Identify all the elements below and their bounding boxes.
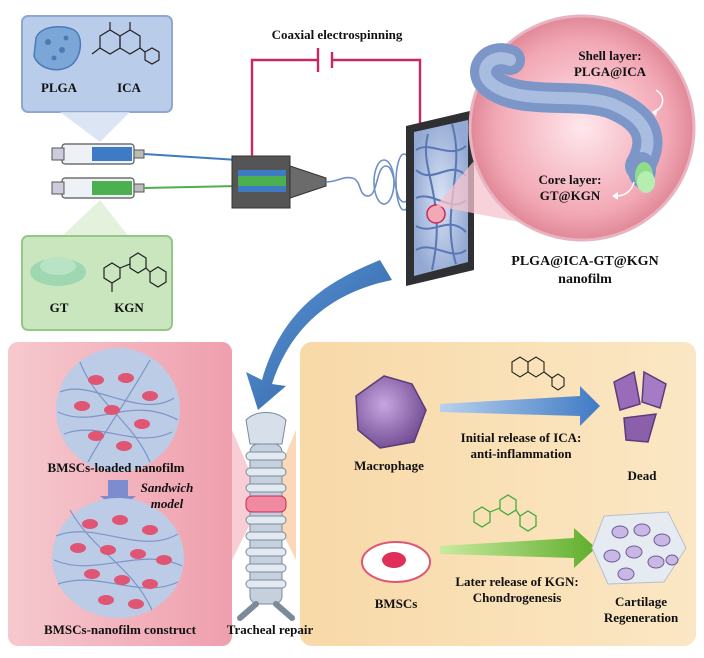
- syringe-shell: [51, 143, 239, 165]
- bmscs-film-bottom: [52, 498, 184, 618]
- macrophage-icon: [355, 375, 427, 449]
- ica-molecule-icon: [91, 22, 160, 65]
- macrophage-label: Macrophage: [354, 458, 424, 473]
- initial-release-line2: anti-inflammation: [470, 446, 572, 461]
- cartilage-label-line1: Cartilage: [615, 594, 667, 609]
- cartilage-label-line2: Regeneration: [603, 610, 679, 625]
- core-material-label: GT@KGN: [539, 188, 601, 203]
- sandwich-label: Sandwich: [140, 480, 194, 495]
- collector-plate: [406, 110, 474, 286]
- bmscs-film-top: [56, 348, 180, 472]
- ica-molecule-icon-2: [511, 356, 565, 391]
- shell-layer-label: Shell layer:: [578, 48, 642, 63]
- ica-label: ICA: [117, 80, 141, 95]
- title-coaxial-electrospinning: Coaxial electrospinning: [271, 27, 403, 42]
- initial-release-line1: Initial release of ICA:: [460, 430, 582, 445]
- plga-particle-icon: [33, 25, 82, 71]
- tracheal-repair-label: Tracheal repair: [226, 622, 314, 637]
- nanofilm-caption-line1: PLGA@ICA-GT@KGN: [511, 254, 659, 269]
- left-panel: [8, 342, 232, 646]
- process-arrow-icon: [246, 260, 392, 410]
- later-release-line2: Chondrogenesis: [472, 590, 562, 605]
- material-box-gt-kgn: [21, 200, 173, 331]
- kgn-molecule-icon-2: [473, 494, 537, 532]
- zoom-circle: [468, 14, 696, 242]
- material-box-plga-ica: [21, 15, 173, 142]
- nanofilm-caption-line2: nanofilm: [558, 272, 612, 287]
- later-release-line1: Later release of KGN:: [455, 574, 579, 589]
- kgn-label: KGN: [114, 300, 144, 315]
- cartilage-tissue-icon: [591, 511, 687, 585]
- bmscs-label: BMSCs: [374, 596, 418, 611]
- bmscs-loaded-nanofilm-label: BMSCs-loaded nanofilm: [47, 460, 185, 475]
- coaxial-nozzle: [231, 155, 327, 209]
- shell-material-label: PLGA@ICA: [573, 64, 647, 79]
- syringe-core: [51, 177, 239, 199]
- dead-label: Dead: [627, 468, 657, 483]
- release-arrow-kgn-icon: [440, 528, 596, 568]
- trachea-icon: [232, 412, 296, 621]
- model-label: model: [150, 496, 184, 511]
- bmsc-cell-icon: [361, 541, 431, 583]
- gt-powder-icon: [30, 257, 86, 286]
- release-arrow-ica-icon: [440, 386, 600, 426]
- voltage-circuit: [250, 48, 422, 156]
- kgn-molecule-icon: [103, 252, 167, 292]
- dead-macrophage-icon: [613, 370, 667, 443]
- gt-label: GT: [49, 300, 69, 315]
- fiber-jet: [325, 153, 419, 211]
- right-panel: [300, 342, 696, 646]
- core-layer-label: Core layer:: [538, 172, 602, 187]
- plga-label: PLGA: [40, 80, 78, 95]
- bmscs-nanofilm-construct-label: BMSCs-nanofilm construct: [43, 622, 197, 637]
